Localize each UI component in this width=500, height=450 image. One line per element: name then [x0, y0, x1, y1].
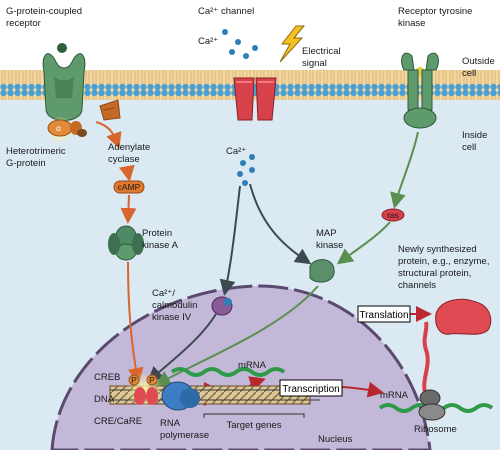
receptor-tyrosine-kinase: [401, 52, 439, 129]
nascent-peptide: [422, 321, 430, 397]
gpcr-label: G-protein-coupled receptor: [6, 6, 85, 29]
map-kinase: [309, 259, 335, 283]
ca-channel-label: Ca²⁺ channel: [198, 6, 254, 17]
protein-kinase-a: [108, 225, 144, 261]
arrow-to-pka: [120, 194, 137, 224]
gpcr-receptor: [42, 43, 86, 121]
map-kinase-label: MAP kinase: [316, 228, 343, 251]
adenylate-cyclase-label: Adenylate cyclase: [108, 142, 153, 165]
transcription-box: [279, 379, 343, 397]
arrow-map-to-creb: [154, 285, 319, 386]
ca-ions-inside: [237, 154, 255, 186]
new-protein: [435, 298, 492, 335]
creb-label: CREB: [94, 372, 120, 383]
pka-label: Protein kinase A: [142, 228, 179, 251]
ribosome: [418, 389, 446, 421]
p-label-1: P: [131, 375, 137, 385]
camp-badge: cAMP: [113, 180, 145, 194]
g-protein: α: [46, 116, 87, 144]
ca-ion-top-label: Ca²⁺: [198, 36, 218, 47]
g-protein-label: Heterotrimeric G-protein: [6, 146, 68, 169]
dna-label: DNA: [94, 394, 115, 405]
target-genes-bracket: [203, 413, 305, 418]
ca-ions-outside: [222, 29, 258, 59]
ca-channel: [233, 77, 277, 121]
ribosome-label: Ribosome: [414, 424, 457, 435]
electrical-signal-label: Electrical signal: [302, 46, 343, 69]
mrna-cytoplasm-label: mRNA: [380, 390, 409, 401]
creb-complex: P P: [127, 372, 163, 408]
arrow-rtk-to-ras: [390, 131, 419, 209]
lightning-icon: [279, 25, 306, 63]
outside-cell-label: Outside cell: [462, 56, 497, 79]
ras-label: ras: [387, 210, 399, 220]
rtk-label: Receptor tyrosine kinase: [398, 6, 475, 29]
mrna-nucleus: [170, 367, 286, 377]
arrow-ras-to-map: [336, 221, 391, 265]
arrow-ca-to-map: [249, 183, 312, 265]
rna-polymerase-label: RNA polymerase: [160, 418, 209, 441]
p-label-2: P: [149, 375, 155, 385]
camk-label: Ca²⁺/ calmodulin kinase IV: [152, 288, 200, 323]
inside-cell-label: Inside cell: [462, 130, 490, 153]
transcription-label: Transcription: [282, 384, 339, 395]
ca-ion-inside-label: Ca²⁺: [226, 146, 246, 157]
rna-polymerase: [161, 381, 200, 411]
alpha-label: α: [56, 123, 61, 133]
mrna-nucleus-label: mRNA: [238, 360, 267, 371]
arrow-to-camp: [118, 164, 135, 182]
camk-iv: [211, 296, 233, 316]
new-protein-label: Newly synthesized protein, e.g., enzyme,…: [398, 244, 492, 291]
cre-label: CRE/CaRE: [94, 416, 142, 427]
camp-label: cAMP: [118, 182, 141, 192]
adenylate-cyclase: [99, 99, 121, 121]
arrow-to-adenylate: [95, 121, 122, 149]
arrow-ca-to-camk: [219, 185, 241, 296]
ras-protein: ras: [381, 208, 405, 222]
target-genes-label: Target genes: [227, 420, 282, 431]
arrow-pka-to-creb: [127, 261, 144, 384]
nucleus-label: Nucleus: [318, 434, 353, 445]
translation-label: Translation: [359, 310, 408, 321]
translation-box: [357, 305, 411, 323]
